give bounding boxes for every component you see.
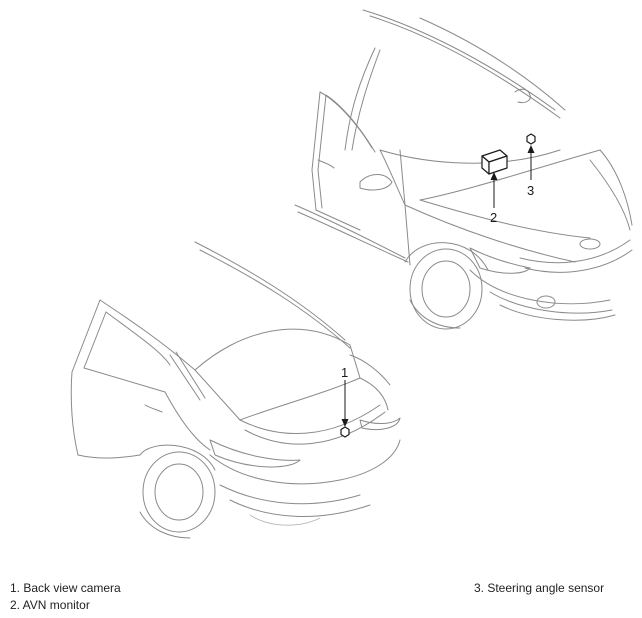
callout-number-3: 3	[527, 183, 534, 198]
callout-number-2: 2	[490, 210, 497, 225]
avn-monitor-marker	[481, 149, 508, 208]
legend-right-column: 3. Steering angle sensor	[474, 580, 604, 597]
legend-item-avn-monitor: 2. AVN monitor	[10, 598, 90, 612]
steering-angle-sensor-marker	[526, 133, 536, 180]
front-view-car-illustration	[294, 9, 633, 330]
callout-number-1: 1	[341, 365, 348, 380]
legend-left-column: 1. Back view camera 2. AVN monitor	[10, 580, 121, 614]
component-location-diagram: 1 2 3	[70, 9, 633, 539]
back-view-camera-marker	[340, 380, 350, 438]
legend-item-back-view-camera: 1. Back view camera	[10, 581, 121, 595]
rear-view-car-illustration	[70, 241, 401, 539]
legend-item-steering-angle-sensor: 3. Steering angle sensor	[474, 581, 605, 595]
